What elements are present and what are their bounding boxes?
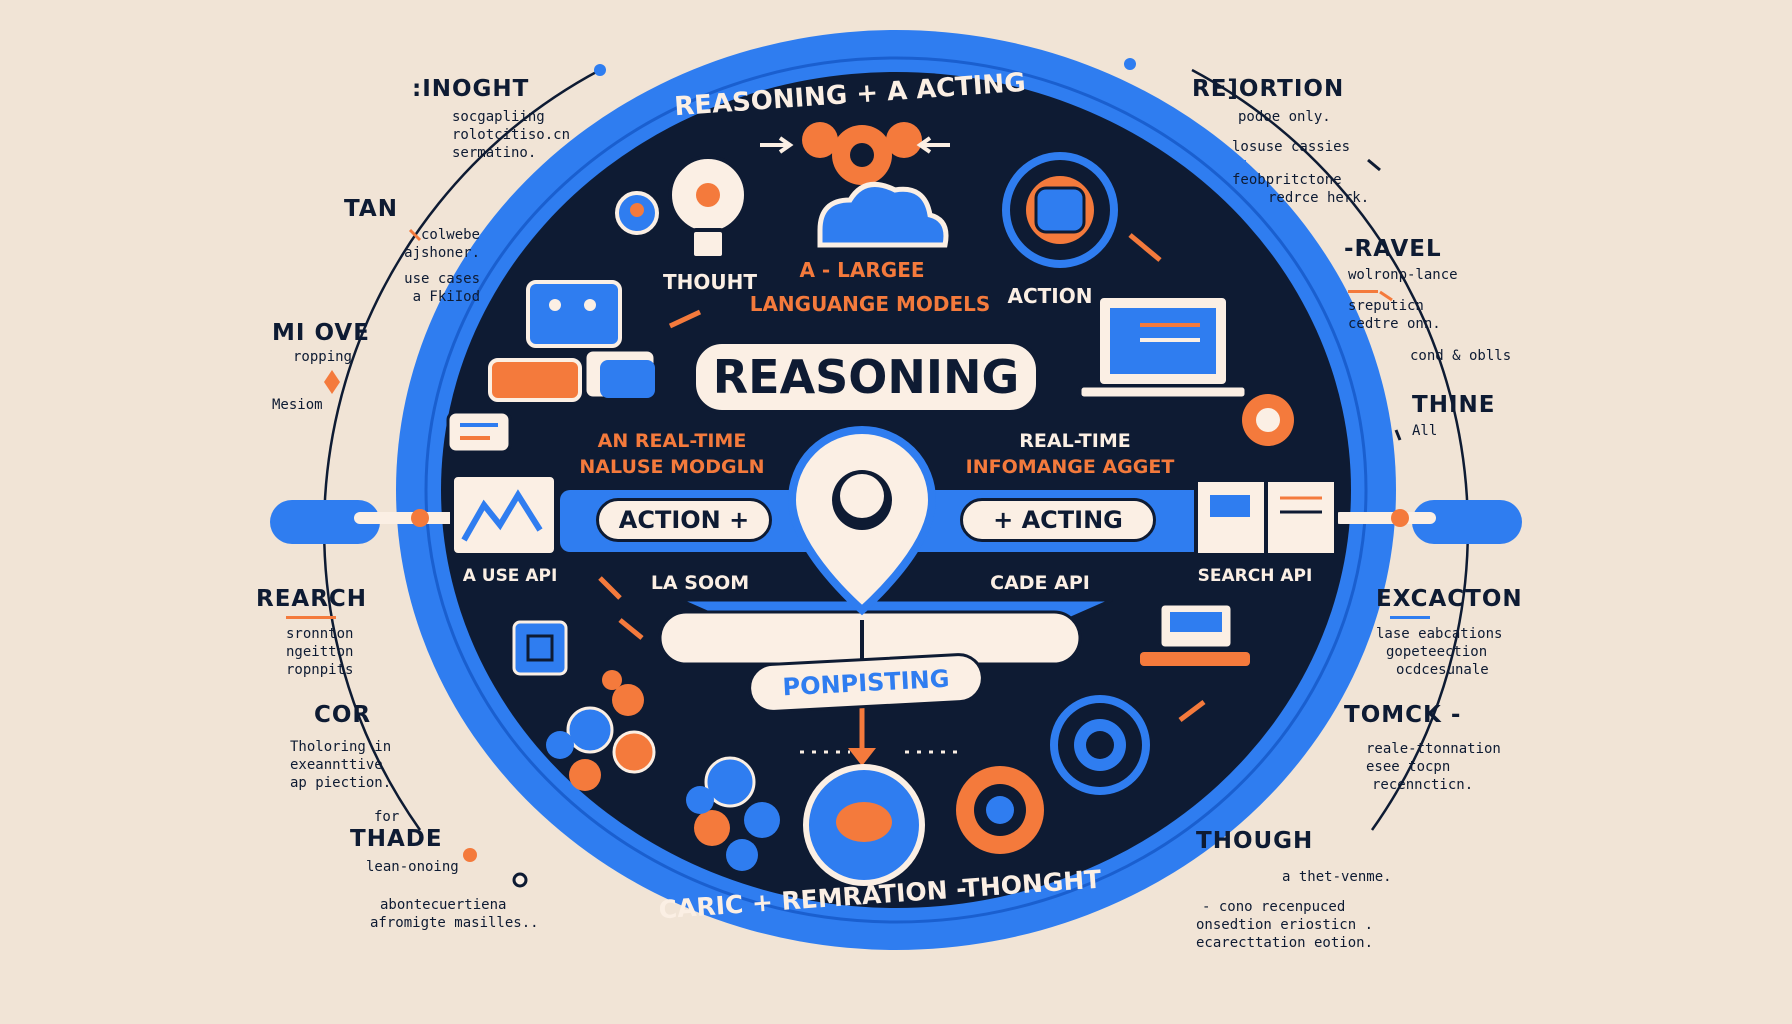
left-item-title: REARCH [256, 586, 368, 612]
chat-icon [446, 410, 512, 454]
cloud-icon [817, 181, 949, 248]
left-item-3: MI OVE ropping Mesiom [272, 320, 412, 414]
right-item-6: THOUGH a thet-venme. - cono recenpuced o… [1196, 828, 1460, 952]
accent-line [1390, 616, 1430, 619]
tick-mark [1394, 429, 1402, 441]
diamond-icon [324, 370, 340, 394]
left-item-title: MI OVE [272, 320, 370, 346]
molecule-icon [686, 756, 780, 871]
brain-icon [803, 764, 925, 886]
right-item-1: RE]ORTION podoe only. losuse cassies feo… [1192, 76, 1432, 207]
monitor-icon [1140, 602, 1250, 666]
arc-dot [1124, 58, 1136, 70]
right-item-2: -RAVEL wolronp-lance sreputicn cedtre on… [1344, 236, 1544, 365]
ring-inner-edge [424, 56, 1368, 924]
right-item-title: -RAVEL [1344, 236, 1442, 262]
gear-icon [956, 766, 1044, 854]
left-item-title: THADE [350, 826, 443, 852]
right-item-4: EXCACTON lase eabcations gopeteection oc… [1376, 586, 1596, 679]
subtitle-line1: A - LARGEE [799, 258, 925, 282]
left-caption-line1: AN REAL-TIME [597, 430, 747, 452]
arrow-icon [668, 309, 702, 329]
right-item-title: RE]ORTION [1192, 76, 1345, 102]
tick-mark [1367, 158, 1381, 172]
left-item-text: socgapliing rolotcitiso.cn sermatino. [452, 109, 571, 161]
laptop-icon [1078, 294, 1248, 400]
arrow-icon [598, 576, 622, 600]
right-connector [1412, 500, 1522, 544]
la-soom-label: LA SOOM [650, 572, 750, 594]
left-item-1: :INOGHT socgapliing rolotcitiso.cn serma… [412, 76, 612, 162]
arrow-icon [618, 618, 644, 640]
gear-icon [802, 122, 922, 185]
thought-label: THOUHT [662, 270, 757, 294]
chart-icon [450, 473, 558, 557]
arrow-icon [916, 136, 932, 154]
left-item-title: TAN [344, 196, 398, 222]
blocks-icon [488, 280, 657, 402]
action-label: ACTION [1007, 284, 1093, 308]
rod-knob [411, 509, 429, 527]
use-api-label: A USE API [462, 566, 558, 586]
arc-dot [594, 64, 606, 76]
small-gear-icon [1242, 394, 1294, 446]
outer-arc-right [1191, 68, 1470, 831]
right-caption-line2: INFOMANGE AGGET [965, 456, 1175, 478]
small-bulb-icon [615, 191, 659, 235]
lightbulb-icon [668, 155, 748, 260]
left-connector [270, 500, 380, 544]
outer-arc-left [322, 68, 601, 831]
right-caption-line1: REAL-TIME [1019, 430, 1131, 452]
left-item-2: TAN colwebe ajshoner. use cases a FkiIod [344, 196, 524, 306]
arrow-icon [1128, 233, 1162, 262]
arc-dot [512, 872, 528, 888]
left-item-5: COR Tholoring in exeannttive ap piection… [290, 702, 470, 792]
molecule-icon [546, 670, 656, 791]
accent-line [286, 616, 336, 619]
arrow-icon [778, 136, 794, 154]
arrow-icon [1178, 700, 1206, 722]
right-item-title: THOUGH [1196, 828, 1314, 854]
left-item-title: :INOGHT [412, 76, 530, 102]
arc-dot [463, 848, 477, 862]
cade-api-label: CADE API [990, 572, 1090, 594]
left-item-4: REARCH sronnton ngeitton ropnpits [256, 586, 396, 679]
rod-knob [1391, 509, 1409, 527]
left-item-6: for THADE lean-onoing abontecuertiena af… [350, 808, 590, 932]
robot-icon [1002, 152, 1118, 268]
subtitle-line2: LANGUANGE MODELS [749, 292, 991, 316]
tick-mark [408, 228, 422, 242]
action-plus-pill: ACTION + [596, 498, 772, 542]
book-icon [1194, 478, 1338, 557]
target-icon [1050, 695, 1150, 795]
tick-mark [1379, 290, 1393, 302]
right-item-title: EXCACTON [1376, 586, 1523, 612]
reasoning-pill: REASONING [692, 340, 1040, 414]
left-item-title: COR [314, 702, 372, 728]
right-item-3: THINE All [1412, 392, 1532, 440]
search-api-label: SEARCH API [1197, 566, 1313, 586]
left-caption-line2: NALUSE MODGLN [579, 456, 765, 478]
right-item-title: TOMCK - [1344, 702, 1462, 728]
grid-icon [512, 620, 568, 676]
left-item-text: colwebe ajshoner. use cases a FkiIod [404, 227, 480, 305]
right-item-title: THINE [1412, 392, 1496, 418]
right-item-5: TOMCK - reale-ttonnation esee tocpn rece… [1344, 702, 1564, 794]
acting-pill: + ACTING [960, 498, 1156, 542]
accent-line [1348, 290, 1378, 293]
accent-line [1232, 160, 1246, 163]
